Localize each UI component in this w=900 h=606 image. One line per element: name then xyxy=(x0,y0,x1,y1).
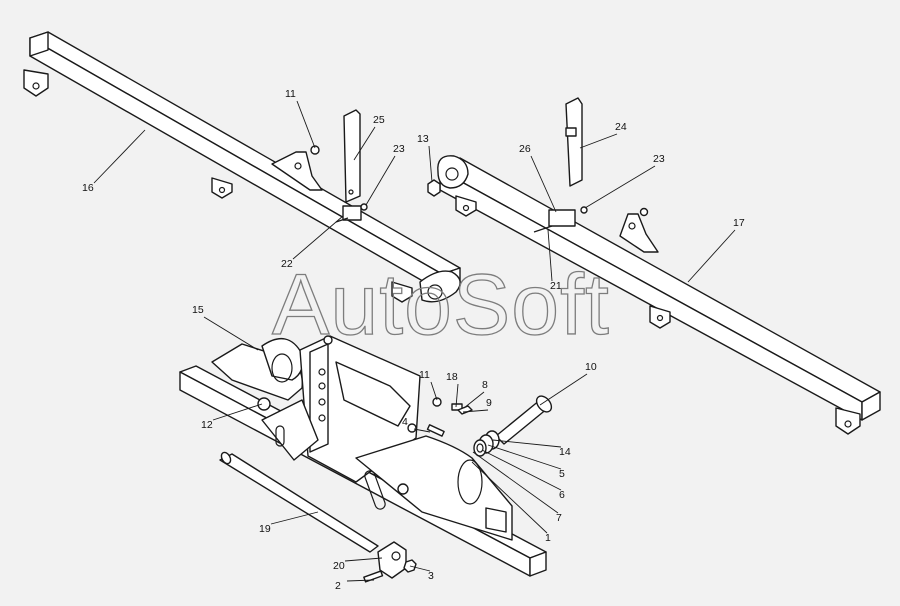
callout-number: 12 xyxy=(201,419,213,431)
callout-number: 11 xyxy=(285,88,296,100)
callout-leader-line xyxy=(212,403,263,421)
bracket-25 xyxy=(343,109,361,203)
callout-number: 2 xyxy=(335,580,341,592)
callout-leader-line xyxy=(481,449,562,491)
callout-leader-line xyxy=(462,409,489,413)
callout-number: 24 xyxy=(615,121,627,133)
callout-number: 3 xyxy=(428,570,434,582)
callout-leader-line xyxy=(428,145,433,183)
callout-leader-line xyxy=(346,579,375,582)
clamp-21 xyxy=(548,209,576,227)
callout-leader-line xyxy=(365,155,396,206)
callout-number: 15 xyxy=(192,304,204,316)
callout-leader-line xyxy=(413,428,431,433)
callout-leader-line xyxy=(487,444,562,470)
nut-23-left xyxy=(360,203,368,211)
callout-leader-line xyxy=(539,373,588,406)
pin-18 xyxy=(451,403,463,411)
shaft-part-19 xyxy=(219,451,417,583)
callout-leader-line xyxy=(687,229,736,283)
callout-leader-line xyxy=(463,391,485,409)
callout-leader-line xyxy=(492,439,562,448)
callout-leader-line xyxy=(409,565,431,572)
callout-number: 8 xyxy=(482,379,488,391)
washer-6 xyxy=(473,439,487,457)
nut-13 xyxy=(427,179,441,197)
upper-brackets xyxy=(310,97,649,233)
nut-11-lower xyxy=(432,397,442,407)
callout-number: 26 xyxy=(519,143,531,155)
callout-leader-line xyxy=(353,126,376,161)
callout-number: 19 xyxy=(259,523,271,535)
callout-number: 22 xyxy=(281,258,293,270)
callout-number: 18 xyxy=(446,371,458,383)
coupler-20 xyxy=(377,541,407,579)
callout-leader-line xyxy=(547,229,553,282)
callout-leader-line xyxy=(93,129,146,184)
callout-leader-line xyxy=(530,155,557,213)
callout-number: 13 xyxy=(417,133,429,145)
callout-leader-line xyxy=(203,316,259,351)
callout-number: 23 xyxy=(653,153,665,165)
nut-11-upper xyxy=(310,145,320,155)
nut-12 xyxy=(257,397,271,411)
callout-number: 5 xyxy=(559,468,565,480)
callout-leader-line xyxy=(455,383,459,408)
callout-number: 25 xyxy=(373,114,385,126)
nut-23-right xyxy=(580,206,588,214)
callout-leader-line xyxy=(579,133,618,149)
callout-number: 10 xyxy=(585,361,597,373)
callout-leader-line xyxy=(472,451,559,514)
callout-number: 1 xyxy=(545,532,551,544)
watermark-text: AutoSoft xyxy=(272,257,610,353)
callout-leader-line xyxy=(344,557,383,562)
callout-leader-line xyxy=(471,461,548,534)
callout-number: 20 xyxy=(333,560,345,572)
callout-leader-line xyxy=(584,165,656,209)
callout-number: 21 xyxy=(550,280,562,292)
callout-leader-line xyxy=(270,511,319,525)
callout-number: 9 xyxy=(486,397,492,409)
bracket-24 xyxy=(565,97,583,187)
callout-number: 23 xyxy=(393,143,405,155)
callout-leader-line xyxy=(430,381,438,401)
bolt-2 xyxy=(363,570,384,583)
callout-number: 14 xyxy=(559,446,571,458)
callout-leader-line xyxy=(296,100,316,149)
callout-number: 4 xyxy=(402,416,408,428)
lower-frame-assembly xyxy=(179,335,547,577)
clamp-22 xyxy=(342,205,362,221)
callout-leader-line xyxy=(292,215,344,260)
callout-number: 7 xyxy=(556,512,562,524)
bolt-4 xyxy=(426,424,445,437)
callout-number: 11 xyxy=(419,369,430,381)
callout-number: 17 xyxy=(733,217,745,229)
callout-number: 16 xyxy=(82,182,94,194)
callout-number: 6 xyxy=(559,489,565,501)
